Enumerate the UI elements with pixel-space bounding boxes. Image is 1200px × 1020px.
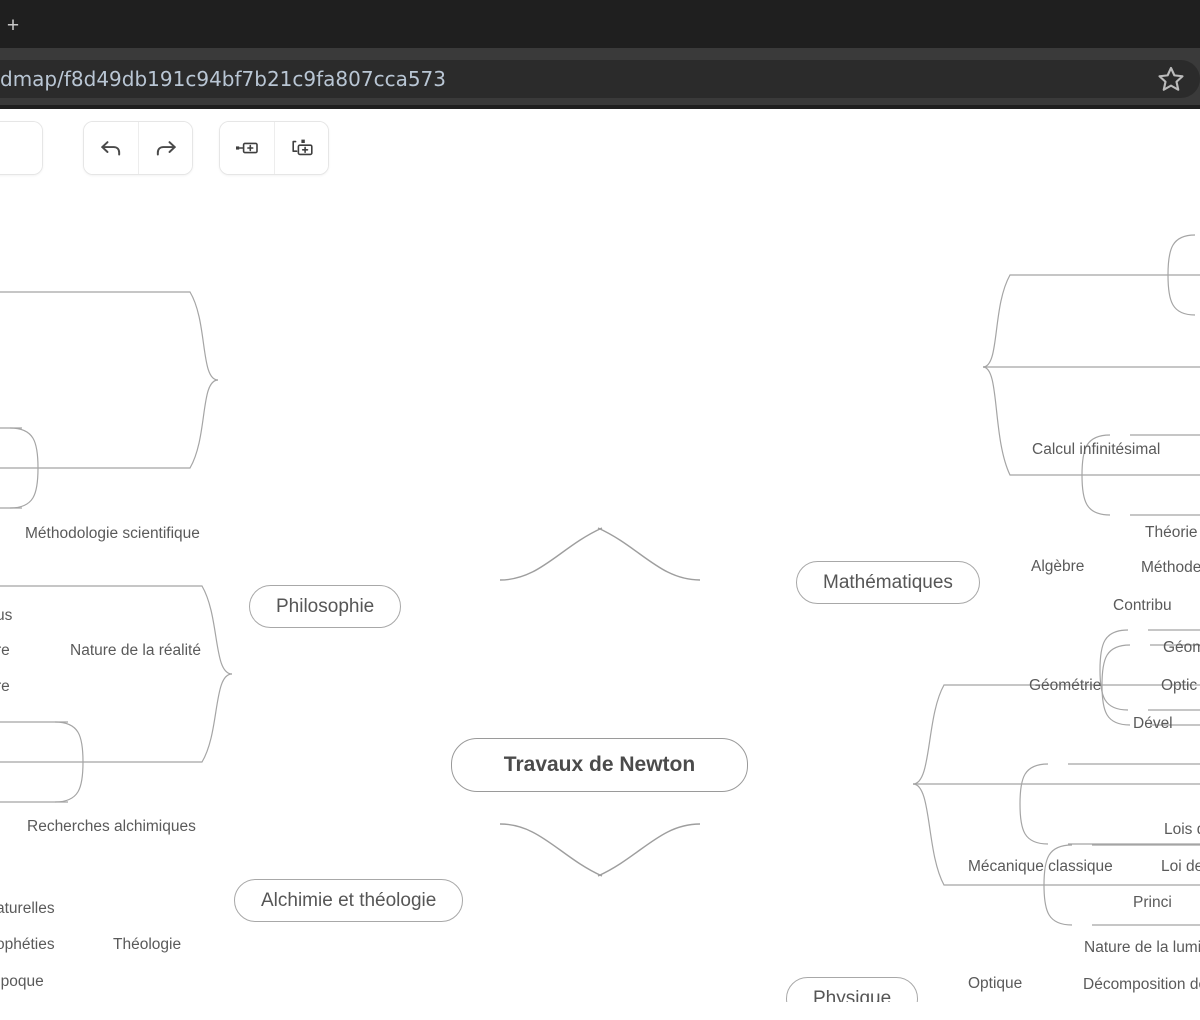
add-sibling-node-icon xyxy=(232,133,262,163)
mindmap-leaf-loi-de[interactable]: Loi de xyxy=(1161,856,1200,878)
redo-button[interactable] xyxy=(138,121,192,175)
mindmap-leaf-optic[interactable]: Optic xyxy=(1161,675,1197,697)
mindmap-sub-theologie[interactable]: Théologie xyxy=(113,934,181,956)
undo-arrow-icon xyxy=(97,134,125,162)
mindmap-leaf-devel[interactable]: Dével xyxy=(1133,713,1173,735)
mindmap-leaf-aturelles-clipped[interactable]: aturelles xyxy=(0,898,55,920)
mindmap-leaf-re-clipped-lower[interactable]: re xyxy=(0,676,10,698)
mindmap-sub-nature-de-la-realite[interactable]: Nature de la réalité xyxy=(70,640,201,662)
mindmap-sub-recherches-alchimiques[interactable]: Recherches alchimiques xyxy=(27,816,196,838)
add-child-node-icon xyxy=(287,133,317,163)
mindmap-leaf-epoque-clipped[interactable]: époque xyxy=(0,971,44,993)
mindmap-sub-optique[interactable]: Optique xyxy=(968,973,1022,995)
mindmap-branch-alchimie-theologie[interactable]: Alchimie et théologie xyxy=(234,879,463,922)
mindmap-sub-methodologie-scientifique[interactable]: Méthodologie scientifique xyxy=(25,523,200,545)
add-child-node-button[interactable] xyxy=(274,121,328,175)
undo-button[interactable] xyxy=(84,121,138,175)
mindmap-branch-philosophie[interactable]: Philosophie xyxy=(249,585,401,628)
tab-strip: + xyxy=(0,0,1200,52)
browser-chrome: + dmap/f8d49db191c94bf7b21c9fa807cca573 xyxy=(0,0,1200,109)
mindmap-leaf-re-clipped-upper[interactable]: re xyxy=(0,640,10,662)
mindmap-leaf-us-clipped[interactable]: us xyxy=(0,605,12,627)
mindmap-leaf-methode[interactable]: Méthode xyxy=(1141,557,1200,579)
mindmap-leaf-contribu[interactable]: Contribu xyxy=(1113,595,1172,617)
app-toolbar xyxy=(0,109,1200,187)
mindmap-sub-geometrie[interactable]: Géométrie xyxy=(1029,675,1101,697)
mindmap-edges xyxy=(0,187,1200,1002)
mindmap-sub-algebre[interactable]: Algèbre xyxy=(1031,556,1084,578)
mindmap-sub-mecanique-classique[interactable]: Mécanique classique xyxy=(968,856,1113,878)
mindmap-leaf-princi[interactable]: Princi xyxy=(1133,892,1172,914)
tab-strip-edge xyxy=(0,48,1200,52)
mindmap-root-node[interactable]: Travaux de Newton xyxy=(451,738,748,792)
mindmap-leaf-decomposition-de[interactable]: Décomposition de xyxy=(1083,974,1200,996)
mindmap-branch-mathematiques[interactable]: Mathématiques xyxy=(796,561,980,604)
star-icon[interactable] xyxy=(1156,64,1186,94)
redo-arrow-icon xyxy=(152,134,180,162)
mindmap-branch-physique[interactable]: Physique xyxy=(786,977,918,1002)
clipped-tool-button[interactable] xyxy=(0,121,42,175)
mindmap-leaf-lois-d[interactable]: Lois d xyxy=(1164,819,1200,841)
mindmap-sub-calcul-infinitesimal[interactable]: Calcul infinitésimal xyxy=(1032,439,1160,461)
mindmap-leaf-geom[interactable]: Géom xyxy=(1163,637,1200,659)
address-bar[interactable]: dmap/f8d49db191c94bf7b21c9fa807cca573 xyxy=(0,60,1200,98)
mindmap-canvas[interactable]: Travaux de Newton Mathématiques Physique… xyxy=(0,187,1200,1002)
toolbar-group-history xyxy=(83,121,193,175)
mindmap-leaf-opheties-clipped[interactable]: ophéties xyxy=(0,934,55,956)
mindmap-leaf-nature-de-la-lumiere[interactable]: Nature de la lumiè xyxy=(1084,937,1200,959)
url-text[interactable]: dmap/f8d49db191c94bf7b21c9fa807cca573 xyxy=(0,67,1156,91)
new-tab-button[interactable]: + xyxy=(0,13,26,39)
mindmap-leaf-theorie[interactable]: Théorie xyxy=(1145,522,1198,544)
add-sibling-node-button[interactable] xyxy=(220,121,274,175)
toolbar-group-nodes xyxy=(219,121,329,175)
omnibar-row: dmap/f8d49db191c94bf7b21c9fa807cca573 xyxy=(0,52,1200,105)
toolbar-group-clipped xyxy=(0,121,43,175)
